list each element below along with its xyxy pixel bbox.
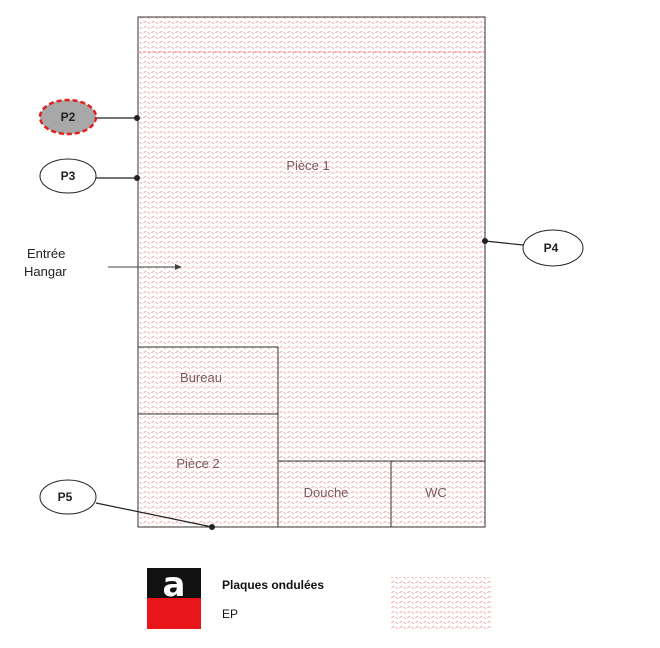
room-label-piece-2: Pièce 2 bbox=[176, 456, 219, 471]
marker-p3-circle bbox=[39, 158, 97, 194]
building-outline bbox=[137, 16, 486, 528]
marker-p3-label: P3 bbox=[61, 169, 76, 183]
room-label-piece-1: Pièce 1 bbox=[286, 158, 329, 173]
marker-p5-label: P5 bbox=[58, 490, 73, 504]
asbestos-logo-icon: a bbox=[147, 565, 201, 629]
legend-title: Plaques ondulées bbox=[222, 578, 324, 592]
room-label-bureau: Bureau bbox=[180, 370, 222, 385]
legend-subtitle: EP bbox=[222, 607, 238, 621]
marker-p5-circle bbox=[39, 479, 97, 515]
marker-p4-label: P4 bbox=[544, 241, 559, 255]
legend-hatch-swatch bbox=[390, 577, 492, 629]
legend: a Plaques ondulées EP bbox=[147, 565, 492, 629]
marker-p2-label: P2 bbox=[61, 110, 76, 124]
marker-p4-circle bbox=[522, 229, 584, 267]
entrance-arrow-icon bbox=[108, 264, 182, 270]
entrance-label-line1: Entrée bbox=[27, 246, 65, 261]
marker-p2[interactable]: P2 bbox=[38, 98, 140, 136]
room-wc bbox=[390, 460, 486, 528]
room-label-douche: Douche bbox=[304, 485, 349, 500]
marker-p3[interactable]: P3 bbox=[39, 158, 140, 194]
room-label-wc: WC bbox=[425, 485, 447, 500]
marker-p4[interactable]: P4 bbox=[482, 229, 584, 267]
asbestos-logo-letter: a bbox=[163, 565, 186, 605]
marker-p2-circle bbox=[38, 98, 98, 136]
marker-p5[interactable]: P5 bbox=[39, 479, 215, 530]
entrance-label-line2: Hangar bbox=[24, 264, 67, 279]
